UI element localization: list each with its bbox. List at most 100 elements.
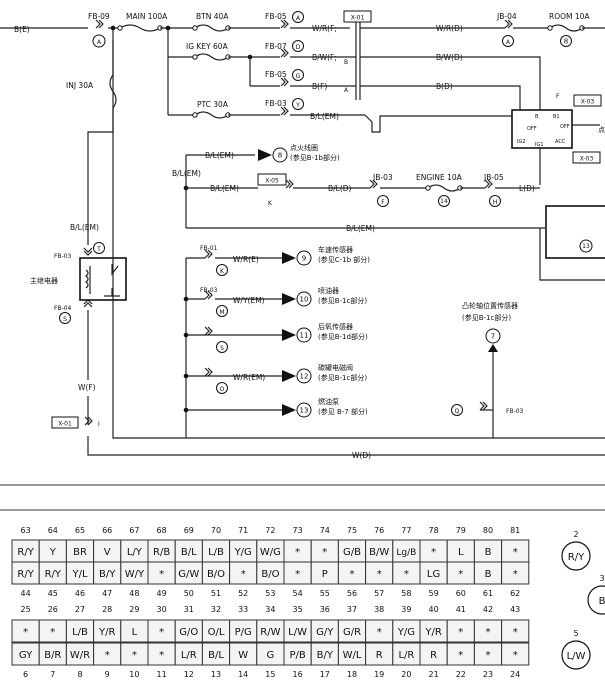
- pin-number: 62: [510, 589, 520, 598]
- pin-circle: [296, 327, 312, 343]
- load-number-pin: 11: [300, 332, 309, 340]
- connector-fb09: FB-09: [88, 12, 110, 21]
- pin-wire-color: *: [23, 627, 28, 638]
- connector-chevron: [280, 19, 289, 29]
- pin-number: 31: [184, 605, 194, 614]
- s-b1: B1: [553, 114, 560, 120]
- wire: [87, 108, 114, 240]
- load-name-vss: 车速传感器: [318, 245, 353, 254]
- pin-wire-color: *: [132, 650, 137, 661]
- connector-fb03-b: FB-03: [200, 287, 218, 294]
- pin-letter: A: [506, 39, 511, 46]
- load-ref-cam: (参见B-1c部分): [462, 313, 511, 322]
- connector-fb03: FB-03: [265, 99, 287, 108]
- pin-circle: [216, 382, 228, 394]
- pin-wire-color: *: [377, 627, 382, 638]
- fuse-terminal: [192, 112, 198, 118]
- pin-k: K: [268, 200, 273, 207]
- pin-wire-color: *: [513, 547, 518, 558]
- load-name-coil: 点火线圈: [290, 143, 318, 152]
- pin-number: 23: [483, 670, 493, 679]
- fuse-engine-10a: ENGINE 10A: [416, 173, 463, 182]
- pin-wire-color: B: [485, 547, 492, 558]
- load-ref-o2: (参见B-1d部分): [318, 332, 368, 341]
- pin-number: 21: [429, 670, 439, 679]
- pin-wire-color: R/Y: [17, 547, 34, 558]
- pin-number: 45: [48, 589, 58, 598]
- connector-box: [343, 10, 372, 23]
- pin-14: 14: [440, 198, 448, 205]
- load-name-cam: 凸轮轴位置传感器: [462, 301, 518, 310]
- pin-circle: [438, 195, 450, 207]
- pin-wire-color: *: [50, 627, 55, 638]
- pin-circle: [296, 402, 312, 418]
- connector-chevron: [95, 19, 104, 29]
- connector-x05: X-05: [265, 178, 279, 185]
- load-name-o2: 后氧传感器: [318, 322, 353, 331]
- side-pin-number: 5: [573, 629, 578, 638]
- wire-label-b-l-d: B/L(D): [328, 184, 352, 193]
- switch-label-cn: 点: [598, 126, 605, 134]
- load-ref-canister: (参见B-1c部分): [318, 373, 367, 382]
- pin-number: 56: [347, 589, 357, 598]
- side-pin-circle: [587, 585, 605, 615]
- pin-letter: M: [219, 309, 224, 316]
- fuse-terminal: [547, 25, 553, 31]
- connector-jb04: JB-04: [496, 12, 517, 21]
- pin-number: 35: [293, 605, 303, 614]
- pin-number: 30: [157, 605, 167, 614]
- pin-number: 64: [48, 526, 58, 535]
- pin-number: 51: [211, 589, 221, 598]
- s-off: OFF: [527, 126, 537, 132]
- pin-circle: [560, 35, 572, 47]
- pin-circle: [92, 34, 106, 48]
- pin-number: 22: [456, 670, 466, 679]
- ignition-switch: [511, 109, 573, 149]
- load-number-pin: 10: [300, 296, 309, 304]
- pin-wire-color: R: [430, 650, 437, 661]
- ecu-box: [545, 205, 605, 259]
- pin-wire-color: *: [404, 569, 409, 580]
- pin-number: 63: [21, 526, 31, 535]
- wire-label-b-l-em-4: B/L(EM): [346, 224, 375, 233]
- fuse-terminal: [192, 25, 198, 31]
- pin-wire-color: G/W: [178, 569, 199, 580]
- pin-number: 18: [347, 670, 357, 679]
- pin-wire-color: LG: [427, 569, 440, 580]
- connector-x01-b: X-01: [58, 421, 72, 428]
- pin-wire-color: *: [513, 569, 518, 580]
- pin-letter: S: [63, 316, 67, 323]
- fuse-symbol: [194, 53, 229, 61]
- pin-wire-color: L/R: [398, 650, 414, 661]
- connector-x03-b: X-03: [580, 156, 594, 163]
- pin-wire-color: Y/G: [234, 547, 252, 558]
- relay-coil: [85, 266, 91, 294]
- pin-wire-color: *: [486, 627, 491, 638]
- connector-chevron: [83, 299, 93, 308]
- pin-wire-color: B/O: [207, 569, 225, 580]
- wire-label-w-r-f: W/R(F;: [312, 24, 337, 33]
- load-arrow-up: [488, 344, 498, 352]
- connector-chevron: [504, 19, 513, 29]
- load-name-inj: 喷油器: [318, 286, 339, 295]
- pin-wire-color: Y/R: [98, 627, 115, 638]
- pin-wire-color: O/L: [208, 627, 225, 638]
- pin-number: 67: [129, 526, 139, 535]
- fuse-terminal: [425, 185, 431, 191]
- pin-number: 13: [211, 670, 221, 679]
- pin-wire-color: L: [458, 547, 464, 558]
- wire-label-b-l-em-3: B/L(EM): [210, 184, 239, 193]
- fuse-terminal: [117, 25, 123, 31]
- connector-fb05-b: FB-05: [265, 70, 287, 79]
- pin-wire-color: *: [295, 569, 300, 580]
- pin-wire-color: W: [238, 650, 248, 661]
- load-ref-inj: (参见B-1c部分): [318, 296, 367, 305]
- pin-circle: [216, 305, 228, 317]
- pin-wire-color: W/L: [343, 650, 362, 661]
- pin-circle: [292, 40, 304, 52]
- load-arrow: [282, 370, 296, 382]
- load-number-pin: 12: [300, 373, 309, 381]
- connector-jb05: JB-05: [483, 173, 504, 182]
- pin-wire-color: G/O: [179, 627, 198, 638]
- pin-number: 29: [129, 605, 139, 614]
